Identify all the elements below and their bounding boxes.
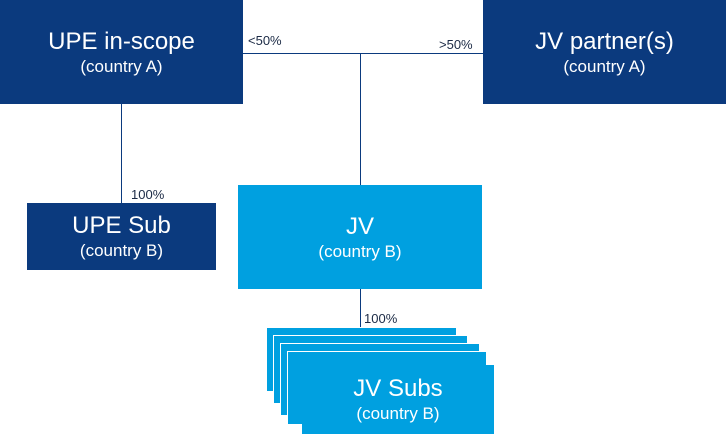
node-subtitle: (country B) xyxy=(356,404,440,423)
node-subtitle: (country B) xyxy=(318,241,402,261)
connector-upe-to-upe-sub xyxy=(121,104,122,203)
connector-upe-to-partner xyxy=(243,53,483,54)
node-title: UPE Sub xyxy=(72,212,171,239)
node-title: JV Subs xyxy=(353,375,443,402)
node-title: JV xyxy=(345,212,374,240)
connector-to-jv xyxy=(360,53,361,185)
node-subtitle: (country B) xyxy=(79,241,164,260)
node-title: JV partner(s) xyxy=(535,27,674,55)
ownership-label-partner-to-jv: >50% xyxy=(439,37,473,52)
node-jv-subs: JV Subs (country B) xyxy=(302,365,494,434)
ownership-label-jv-to-jv-subs: 100% xyxy=(364,311,398,326)
ownership-label-upe-to-jv: <50% xyxy=(248,33,282,48)
node-upe-in-scope: UPE in-scope (country A) xyxy=(0,0,243,104)
node-jv-partner: JV partner(s) (country A) xyxy=(483,0,726,104)
node-subtitle: (country A) xyxy=(563,56,646,76)
ownership-label-upe-to-upe-sub: 100% xyxy=(131,187,165,202)
node-title: UPE in-scope xyxy=(48,27,195,55)
node-jv: JV (country B) xyxy=(238,185,482,289)
node-upe-sub: UPE Sub (country B) xyxy=(27,203,216,270)
node-subtitle: (country A) xyxy=(80,56,163,76)
connector-jv-to-jv-subs xyxy=(360,289,361,328)
